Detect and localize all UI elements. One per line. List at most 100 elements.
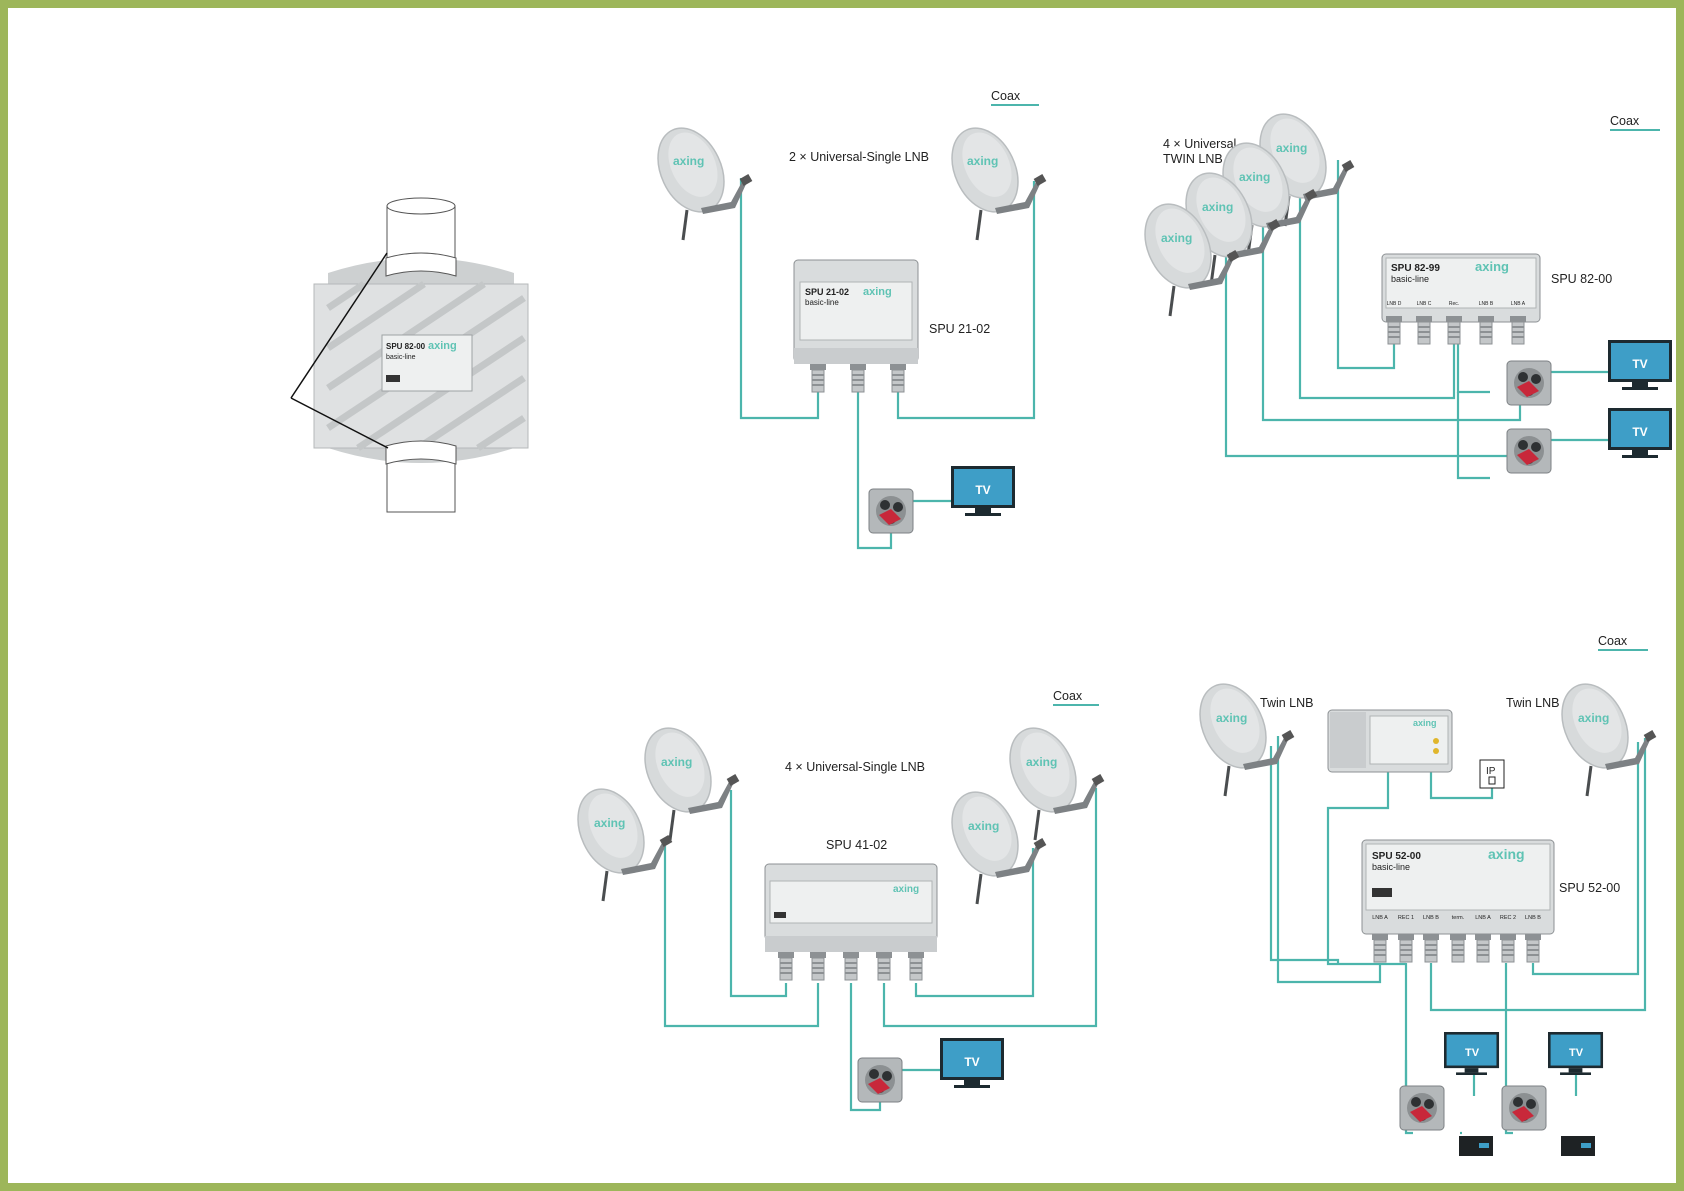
port-label-lnb-d: LNB D — [1387, 301, 1402, 307]
product-photo: SPU 82-00 basic-line axing — [290, 197, 529, 513]
diagram4-lnb-right-label: Twin LNB — [1506, 696, 1560, 710]
port-label-lnb-a: LNB A — [1511, 301, 1526, 307]
dish-brand-logo: axing — [661, 755, 692, 769]
lnb-input-port — [875, 951, 893, 981]
lnb-input-port — [1422, 933, 1440, 963]
dish-brand-logo: axing — [673, 154, 704, 168]
device-model-text: SPU 52-00 — [1372, 851, 1421, 862]
dish-brand-logo: axing — [1276, 141, 1307, 155]
wall-socket-icon — [1506, 428, 1552, 474]
tv-icon: TV — [951, 466, 1015, 516]
receiver-output-port — [1499, 933, 1517, 963]
diagram-spu-82-00: Coax 4 × Universal TWIN LNB axing axing … — [1130, 101, 1672, 480]
diagram4-lnb-left-label: Twin LNB — [1260, 696, 1314, 710]
diagram3-device-label: SPU 41-02 — [826, 838, 887, 852]
lnb-input-port — [1371, 933, 1389, 963]
tv-icon: TV — [1608, 340, 1672, 390]
power-supply-unit: axing — [1327, 709, 1453, 773]
diagram2-title-line1: 4 × Universal — [1163, 137, 1236, 151]
receiver-output-port — [842, 951, 860, 981]
lnb-input-port — [809, 363, 827, 393]
port-label-lnb-a-2: LNB A — [1475, 915, 1491, 921]
tv-label: TV — [1632, 425, 1647, 439]
tv-label: TV — [1569, 1047, 1584, 1059]
coax-cables — [663, 788, 1098, 1112]
satellite-dish-icon — [643, 115, 754, 242]
dish-brand-logo: axing — [968, 819, 999, 833]
port-label-term: term. — [1452, 915, 1465, 921]
device-brand-logo: axing — [863, 286, 892, 298]
dish-brand-logo: axing — [967, 154, 998, 168]
port-label-lnb-b: LNB B — [1479, 301, 1494, 307]
diagram-spu-21-02: Coax 2 × Universal-Single LNB axing axin… — [643, 89, 1048, 550]
lnb-input-port — [1477, 315, 1495, 345]
wall-socket-icon — [1506, 360, 1552, 406]
photo-model-text: SPU 82-00 — [386, 342, 426, 351]
dish-brand-logo: axing — [1578, 711, 1609, 725]
diagram1-device-label: SPU 21-02 — [929, 322, 990, 336]
wall-socket-icon — [857, 1057, 903, 1103]
diagram4-device-label: SPU 52-00 — [1559, 881, 1620, 895]
lnb-input-port — [1474, 933, 1492, 963]
photo-line-text: basic-line — [386, 354, 416, 361]
port-label-rec: Rec. — [1449, 301, 1459, 307]
tv-label: TV — [975, 483, 990, 497]
lnb-input-port — [1415, 315, 1433, 345]
photo-brand-logo: axing — [428, 340, 457, 352]
diagram2-device-label: SPU 82-00 — [1551, 272, 1612, 286]
lnb-input-port — [777, 951, 795, 981]
dish-brand-logo: axing — [594, 816, 625, 830]
ip-router-icon: IP — [1479, 759, 1505, 789]
receiver-output-port — [1397, 933, 1415, 963]
termination-port — [1449, 933, 1467, 963]
tv-icon: TV — [1548, 1032, 1604, 1075]
wall-socket-icon — [868, 488, 914, 534]
port-label-lnb-a: LNB A — [1372, 915, 1388, 921]
tv-label: TV — [1465, 1047, 1480, 1059]
coax-cables — [739, 178, 1036, 550]
diagram-spu-52-00: Coax Twin LNB Twin LNB SPU 52-00 axing a… — [1185, 634, 1658, 1156]
port-label-lnb-c: LNB C — [1417, 301, 1432, 307]
satellite-dish-icon — [937, 115, 1048, 242]
port-label-rec-2: REC 2 — [1500, 915, 1516, 921]
device-model-text: SPU 21-02 — [805, 287, 849, 297]
wall-socket-icon — [1399, 1085, 1445, 1131]
tv-label: TV — [964, 1055, 979, 1069]
multiswitch-spu-21-02: SPU 21-02 basic-line axing — [793, 259, 919, 393]
wall-socket-icon — [1501, 1085, 1547, 1131]
lnb-input-port — [1385, 315, 1403, 345]
set-top-box-icon — [1561, 1136, 1595, 1156]
diagram1-title: 2 × Universal-Single LNB — [789, 150, 929, 164]
diagram-spu-41-02: Coax 4 × Universal-Single LNB SPU 41-02 … — [563, 689, 1106, 1112]
device-model-text: SPU 82-99 — [1391, 263, 1440, 274]
port-label-lnb-b-2: LNB B — [1525, 915, 1541, 921]
coax-legend-label: Coax — [1598, 634, 1628, 648]
multiswitch-spu-41-02: axing — [764, 863, 938, 981]
lnb-input-port — [1509, 315, 1527, 345]
device-line-text: basic-line — [805, 298, 839, 307]
lnb-input-port — [889, 363, 907, 393]
coax-legend-label: Coax — [991, 89, 1021, 103]
lnb-input-port — [1524, 933, 1542, 963]
device-brand-logo: axing — [893, 884, 919, 895]
lnb-input-port — [809, 951, 827, 981]
multiswitch-spu-52-00: SPU 52-00 basic-line axing LNB A REC 1 L… — [1361, 839, 1555, 963]
satellite-dish-icon — [995, 715, 1106, 842]
tv-icon: TV — [1444, 1032, 1500, 1075]
set-top-box-icon — [1459, 1136, 1493, 1156]
psu-brand-logo: axing — [1413, 718, 1437, 728]
receiver-output-port — [849, 363, 867, 393]
satellite-dish-icon — [563, 776, 674, 903]
satellite-dish-icon — [1547, 671, 1658, 798]
diagram2-title-line2: TWIN LNB — [1163, 152, 1223, 166]
ip-label: IP — [1486, 766, 1496, 777]
diagram-page: SPU 82-00 basic-line axing Coax 2 × Univ… — [8, 8, 1676, 1183]
tv-icon: TV — [940, 1038, 1004, 1088]
installation-diagrams: SPU 82-00 basic-line axing Coax 2 × Univ… — [290, 89, 1672, 1156]
lnb-input-port — [907, 951, 925, 981]
dish-brand-logo: axing — [1216, 711, 1247, 725]
receiver-output-port — [1445, 315, 1463, 345]
multiswitch-spu-82-99: SPU 82-99 basic-line axing LNB D LNB C R… — [1381, 253, 1541, 345]
tv-icon: TV — [1608, 408, 1672, 458]
satellite-dish-icon — [630, 715, 741, 842]
